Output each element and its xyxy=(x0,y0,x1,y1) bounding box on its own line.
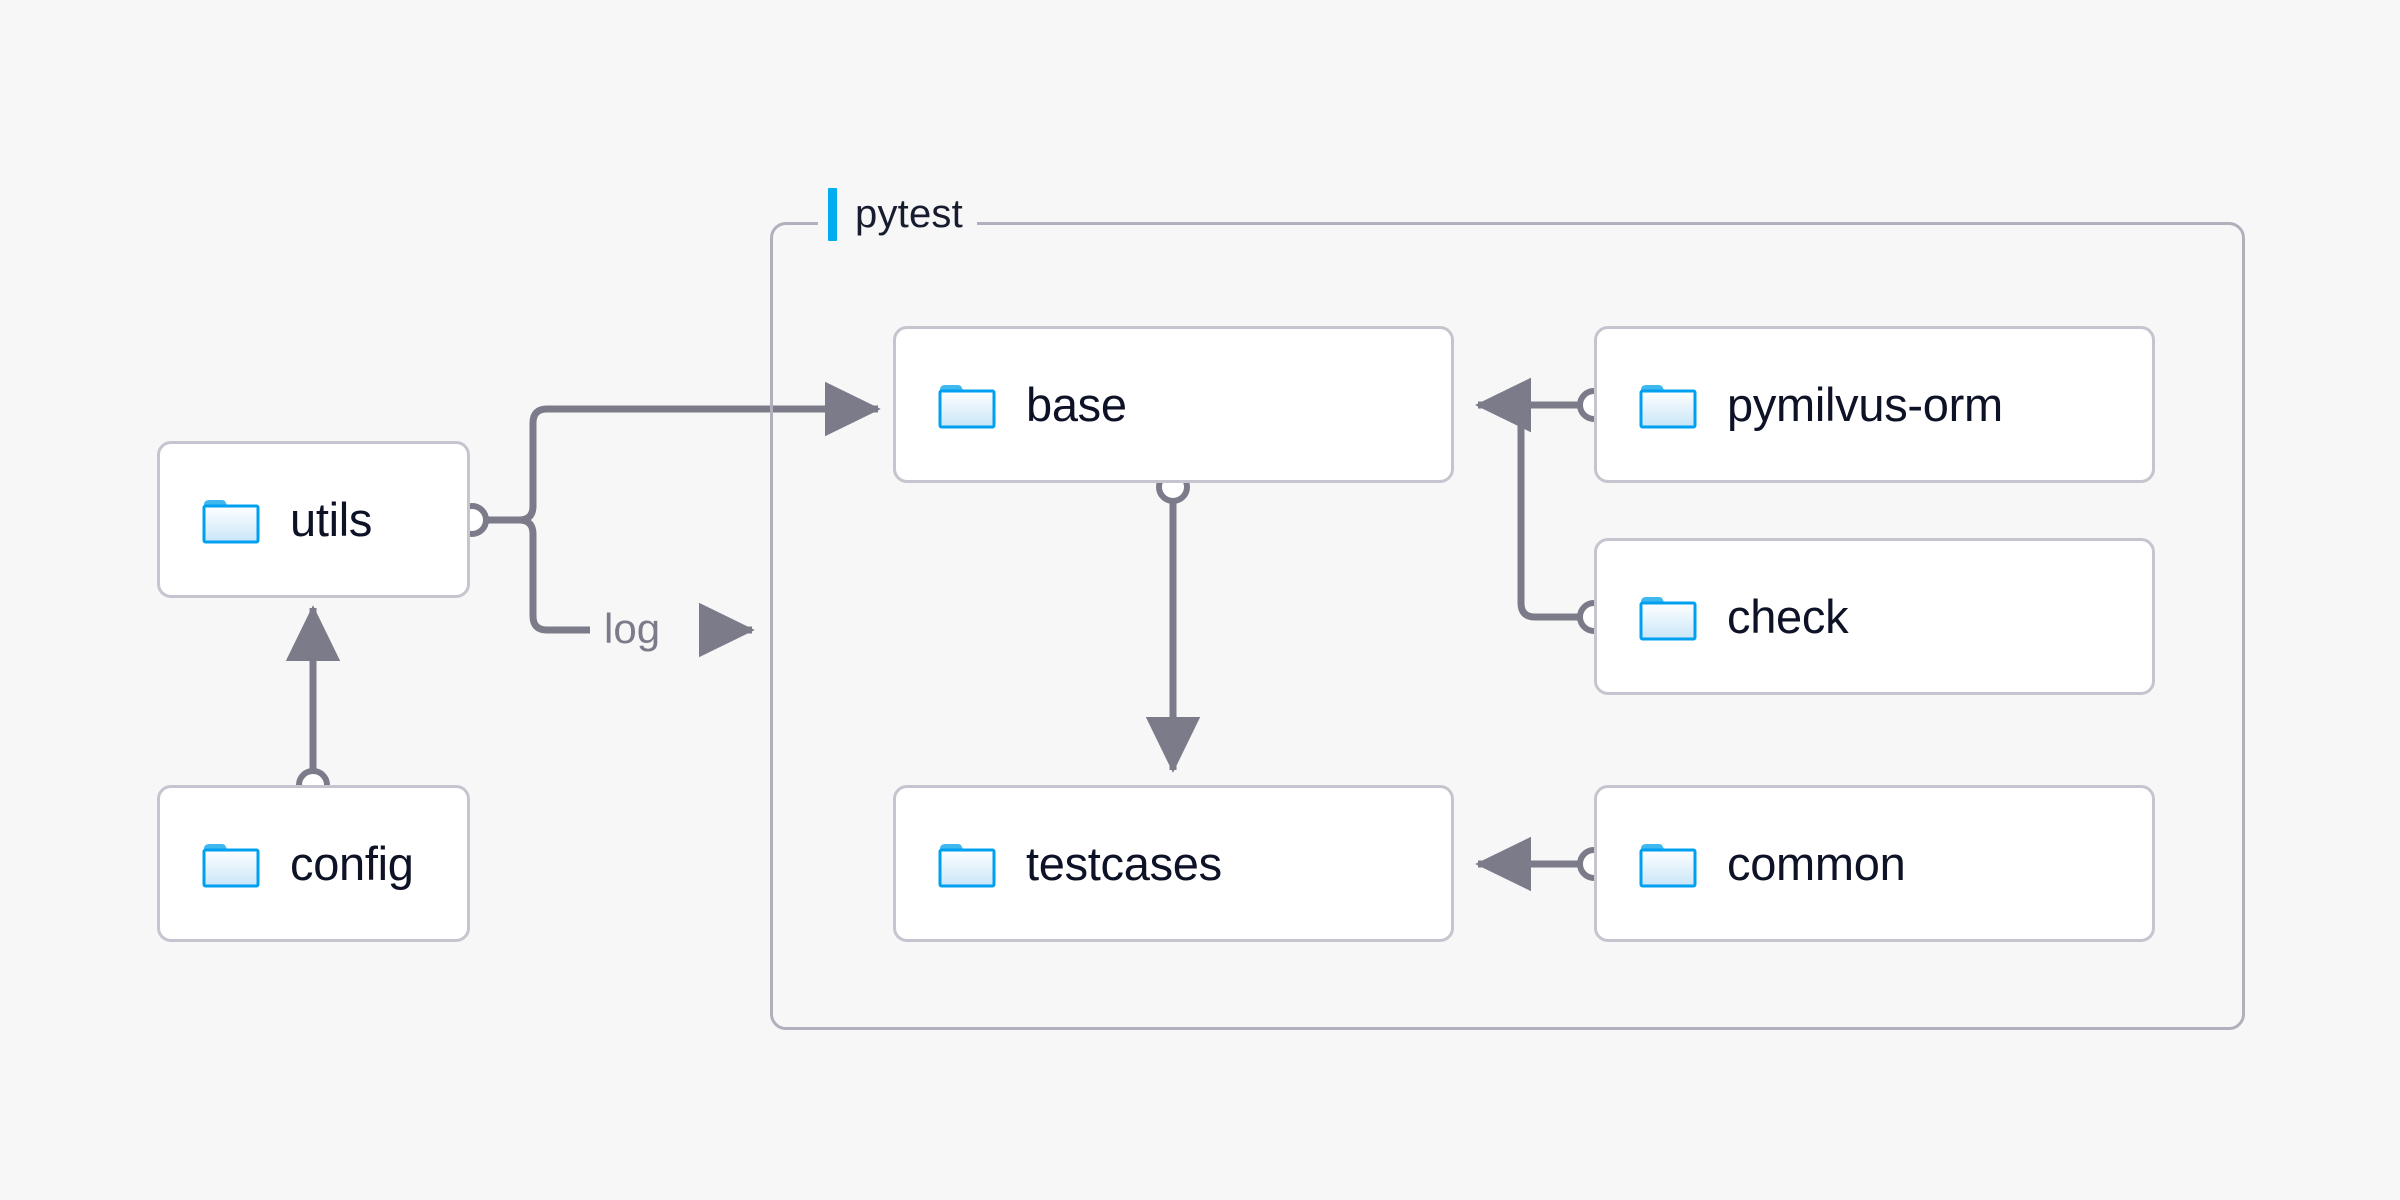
folder-icon xyxy=(1639,843,1697,887)
node-common[interactable]: common xyxy=(1594,785,2155,942)
edge-utils-to-log xyxy=(518,516,590,634)
node-config[interactable]: config xyxy=(157,785,470,942)
node-label-common: common xyxy=(1727,837,1906,890)
edge-label-log: log xyxy=(604,605,661,652)
folder-icon xyxy=(938,384,996,428)
node-label-config: config xyxy=(290,837,414,890)
folder-icon xyxy=(1639,384,1697,428)
node-label-pymilvus-orm: pymilvus-orm xyxy=(1727,378,2003,431)
node-label-check: check xyxy=(1727,590,1849,643)
folder-icon xyxy=(202,843,260,887)
node-label-testcases: testcases xyxy=(1026,837,1222,890)
folder-icon xyxy=(1639,596,1697,640)
node-testcases[interactable]: testcases xyxy=(893,785,1454,942)
node-pymilvus-orm[interactable]: pymilvus-orm xyxy=(1594,326,2155,483)
group-container-pytest xyxy=(770,222,2245,1030)
node-base[interactable]: base xyxy=(893,326,1454,483)
folder-icon xyxy=(938,843,996,887)
folder-icon xyxy=(202,499,260,543)
node-check[interactable]: check xyxy=(1594,538,2155,695)
node-label-base: base xyxy=(1026,378,1127,431)
group-label-pytest: pytest xyxy=(818,186,977,242)
node-utils[interactable]: utils xyxy=(157,441,470,598)
group-title: pytest xyxy=(855,191,963,236)
group-accent-bar xyxy=(828,187,837,241)
node-label-utils: utils xyxy=(290,493,373,546)
